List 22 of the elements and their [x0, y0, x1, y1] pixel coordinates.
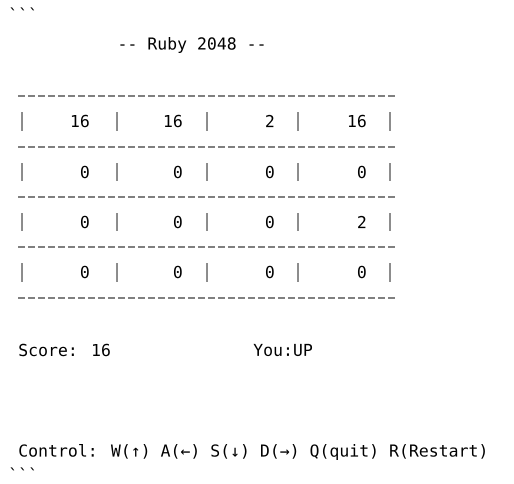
grid-cell: 16 — [348, 114, 366, 128]
grid-cell: 0 — [266, 266, 274, 278]
grid-cell: 0 — [174, 266, 182, 278]
grid-cell: 0 — [358, 266, 366, 278]
controls-text: Control: W(↑) A(←) S(↓) D(→) Q(quit) R(Restart) — [19, 444, 485, 460]
grid-cell: 0 — [174, 216, 182, 228]
grid-cell: 0 — [174, 166, 182, 178]
title: -- Ruby 2048 -- — [120, 37, 264, 53]
grid-cell: 0 — [266, 166, 274, 178]
grid-cell: 0 — [358, 166, 366, 178]
score-text: Score: 16 — [19, 344, 110, 356]
grid-cell: 0 — [80, 266, 89, 278]
move-text: You:UP — [254, 344, 312, 356]
grid-cell: 16 — [72, 114, 89, 128]
grid-cell: 2 — [266, 114, 274, 128]
code-fence: ``` — [10, 7, 34, 10]
code-fence: ``` — [10, 467, 34, 470]
grid-cell: 0 — [80, 216, 89, 228]
grid-cell: 2 — [358, 216, 366, 228]
grid-cell: 16 — [164, 114, 182, 128]
grid-cell: 0 — [80, 166, 89, 178]
grid-cell: 0 — [266, 216, 274, 228]
